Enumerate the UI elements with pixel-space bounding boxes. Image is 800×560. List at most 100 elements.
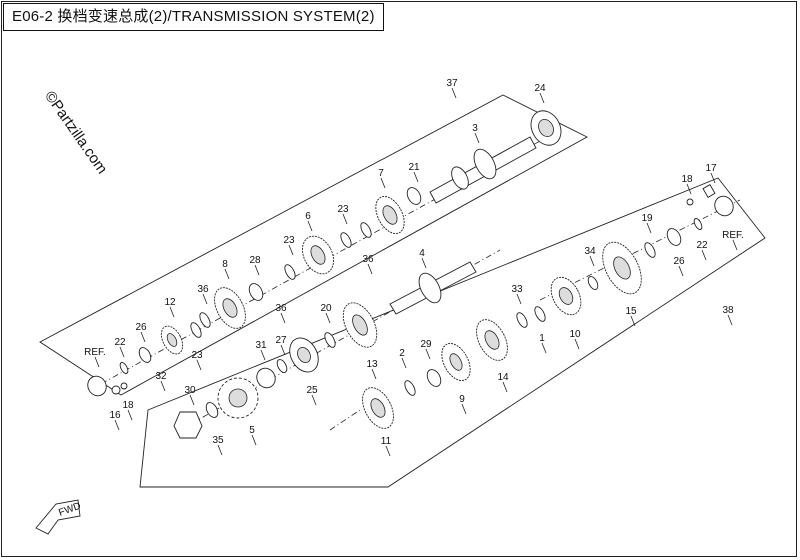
sprocket-5 [217, 377, 259, 419]
callout-37: 37 [446, 78, 458, 89]
callout-leader [385, 445, 391, 457]
callout-36: 36 [362, 254, 374, 265]
callout-27: 27 [275, 335, 287, 346]
ring-23-mid [284, 264, 296, 280]
callout-leader [169, 306, 175, 318]
callout-leader [425, 348, 431, 360]
callout-leader [701, 249, 707, 261]
lower-assembly-outline [139, 177, 766, 488]
callout-30: 30 [184, 385, 196, 396]
callout-1: 1 [539, 333, 545, 344]
callout-29: 29 [420, 339, 432, 350]
callout-23: 23 [337, 204, 349, 215]
callout-leader [127, 409, 133, 421]
gear-9 [441, 343, 471, 381]
callout-31: 31 [255, 340, 267, 351]
collar-21 [406, 187, 422, 205]
callout-21: 21 [408, 162, 420, 173]
callout-19: 19 [641, 213, 653, 224]
callout-ref: REF. [84, 347, 106, 358]
bearing-24 [530, 110, 562, 146]
callout-leader [224, 268, 230, 280]
washer-19 [644, 242, 656, 258]
callout-leader [421, 257, 427, 269]
callout-leader [686, 183, 692, 195]
right-shaft-axis [539, 199, 741, 301]
callout-16: 16 [109, 410, 121, 421]
callout-leader [217, 444, 223, 456]
callout-35: 35 [212, 435, 224, 446]
callout-leader [502, 381, 508, 393]
callout-10: 10 [569, 329, 581, 340]
bearing-26-right [666, 228, 682, 246]
pin-17 [702, 184, 716, 198]
callout-leader [732, 239, 738, 251]
needle-bearing-28 [248, 283, 264, 301]
gear-15 [602, 241, 642, 295]
callout-leader [574, 338, 580, 350]
callout-26: 26 [135, 322, 147, 333]
nut-30 [173, 411, 203, 439]
callout-34: 34 [584, 246, 596, 257]
washer-36-upper [360, 222, 372, 238]
callout-leader [189, 394, 195, 406]
callout-leader [288, 244, 294, 256]
callout-leader [380, 177, 386, 189]
callout-leader [451, 87, 457, 99]
callout-ref: REF. [722, 230, 744, 241]
callout-leader [367, 263, 373, 275]
callout-leader [307, 220, 313, 232]
callout-leader [678, 265, 684, 277]
diagram-title: E06-2 换档变速总成(2)/TRANSMISSION SYSTEM(2) [3, 3, 384, 31]
callout-33: 33 [511, 284, 523, 295]
callout-leader [251, 434, 257, 446]
callout-17: 17 [705, 163, 717, 174]
washer-35 [205, 402, 219, 418]
callout-leader [140, 331, 146, 343]
collar-31 [256, 367, 276, 389]
bushing-29 [426, 369, 442, 387]
callout-23: 23 [283, 235, 295, 246]
callout-4: 4 [419, 248, 425, 259]
callout-leader [474, 132, 480, 144]
callout-32: 32 [155, 371, 167, 382]
callout-leader [202, 293, 208, 305]
callout-12: 12 [164, 297, 176, 308]
callout-leader [646, 222, 652, 234]
callout-7: 7 [378, 168, 384, 179]
callout-22: 22 [696, 240, 708, 251]
ref-bearing-right [714, 195, 734, 217]
callout-leader [589, 255, 595, 267]
gear-11 [362, 387, 394, 429]
gear-8 [214, 287, 246, 329]
callout-15: 15 [625, 306, 637, 317]
callout-leader [630, 315, 636, 327]
callout-36: 36 [275, 303, 287, 314]
callout-leader [160, 380, 166, 392]
callout-24: 24 [534, 83, 546, 94]
callout-leader [413, 171, 419, 183]
gear-14 [476, 319, 508, 361]
ring-23-upper [340, 232, 352, 248]
callout-leader [254, 264, 260, 276]
ring-27 [276, 359, 288, 373]
callout-26: 26 [673, 256, 685, 267]
ring-34 [587, 276, 599, 290]
callout-leader [516, 293, 522, 305]
gear-13 [342, 302, 378, 348]
callout-20: 20 [320, 303, 332, 314]
callout-14: 14 [497, 372, 509, 383]
gear-10 [550, 276, 582, 316]
gear-6 [302, 235, 334, 275]
callout-leader [539, 92, 545, 104]
callout-leader [94, 356, 100, 368]
callout-28: 28 [249, 255, 261, 266]
ring-33 [516, 312, 528, 328]
callout-11: 11 [381, 436, 392, 447]
callout-23: 23 [191, 350, 203, 361]
callout-leader [325, 312, 331, 324]
washer-22-left [119, 362, 129, 374]
